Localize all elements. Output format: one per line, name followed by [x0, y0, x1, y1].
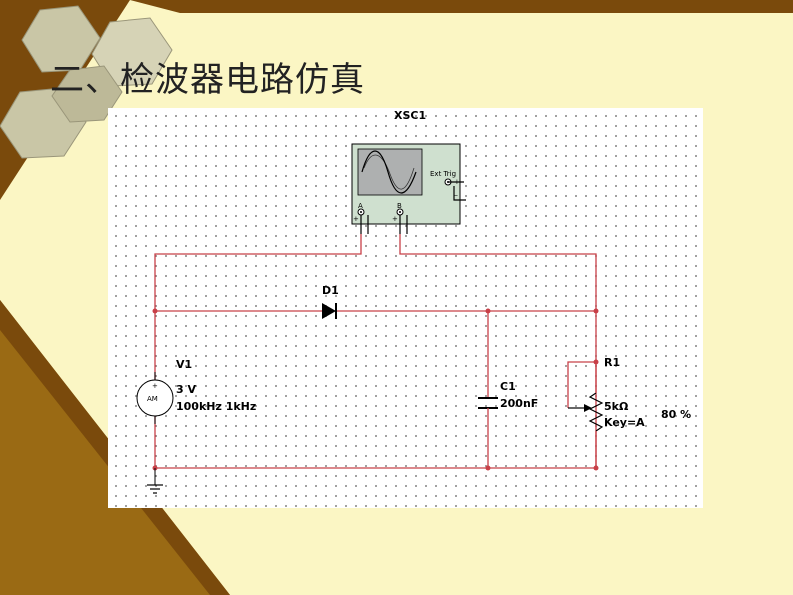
- channel-a-label: A: [358, 202, 363, 210]
- circuit-wires: [154, 234, 597, 469]
- slide-title: 二、检波器电路仿真: [50, 60, 365, 100]
- potentiometer-name: R1: [604, 356, 620, 369]
- svg-text:+: +: [392, 215, 398, 223]
- source-name: V1: [176, 358, 192, 371]
- svg-text:+: +: [152, 382, 158, 390]
- diode-label: D1: [322, 284, 339, 297]
- potentiometer-percent: 80 %: [661, 408, 691, 421]
- capacitor-value: 200nF: [500, 397, 538, 410]
- decorative-hexagons: [0, 5, 173, 159]
- am-source-v1[interactable]: + AM: [136, 372, 174, 424]
- oscilloscope-label: XSC1: [394, 109, 426, 122]
- svg-text:+: +: [353, 215, 359, 223]
- capacitor-c1[interactable]: [478, 397, 498, 412]
- sine-wave-icon: [361, 150, 417, 194]
- source-value: 3 V: [176, 383, 196, 396]
- potentiometer-key: Key=A: [604, 416, 645, 429]
- junction-dots: [152, 308, 599, 471]
- am-symbol: AM: [147, 395, 158, 403]
- source-frequency: 100kHz 1kHz: [176, 400, 256, 413]
- svg-text:_: _: [453, 188, 458, 196]
- top-accent-band: [0, 0, 793, 13]
- potentiometer-value: 5kΩ: [604, 400, 629, 413]
- oscilloscope[interactable]: Ext Trig + _ A B + +: [351, 143, 461, 225]
- ground-icon: [147, 468, 163, 494]
- diode-d1[interactable]: [322, 303, 337, 319]
- oscilloscope-icon: [357, 148, 423, 196]
- potentiometer-r1[interactable]: [568, 392, 604, 432]
- capacitor-name: C1: [500, 380, 516, 393]
- circuit-schematic: XSC1 Ext Trig + _ A B + +: [136, 109, 691, 494]
- ext-trig-label: Ext Trig: [430, 170, 456, 178]
- channel-b-label: B: [397, 202, 402, 210]
